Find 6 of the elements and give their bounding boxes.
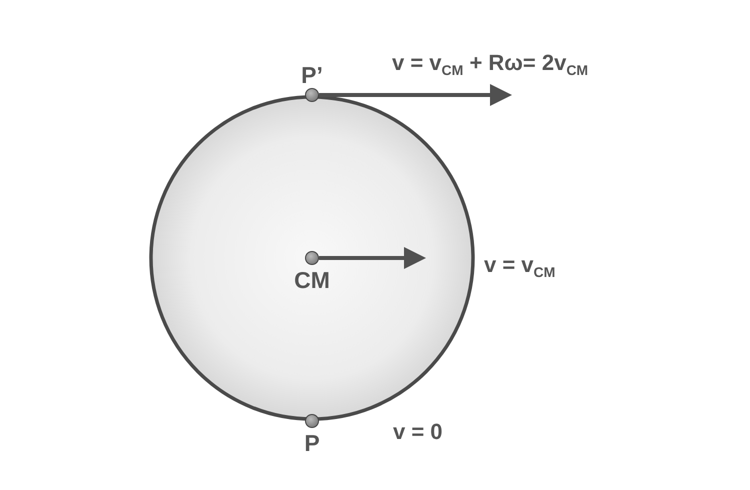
velocity-label: v = 0 bbox=[393, 421, 443, 443]
velocity-label: v = v$_{CM}$ bbox=[484, 254, 556, 279]
point-label: P’ bbox=[301, 64, 323, 87]
point-label: P bbox=[304, 432, 320, 455]
point-label: CM bbox=[294, 269, 330, 292]
velocity-label: v = v$_{CM}$ + Rω= 2v$_{CM}$ bbox=[392, 52, 588, 77]
